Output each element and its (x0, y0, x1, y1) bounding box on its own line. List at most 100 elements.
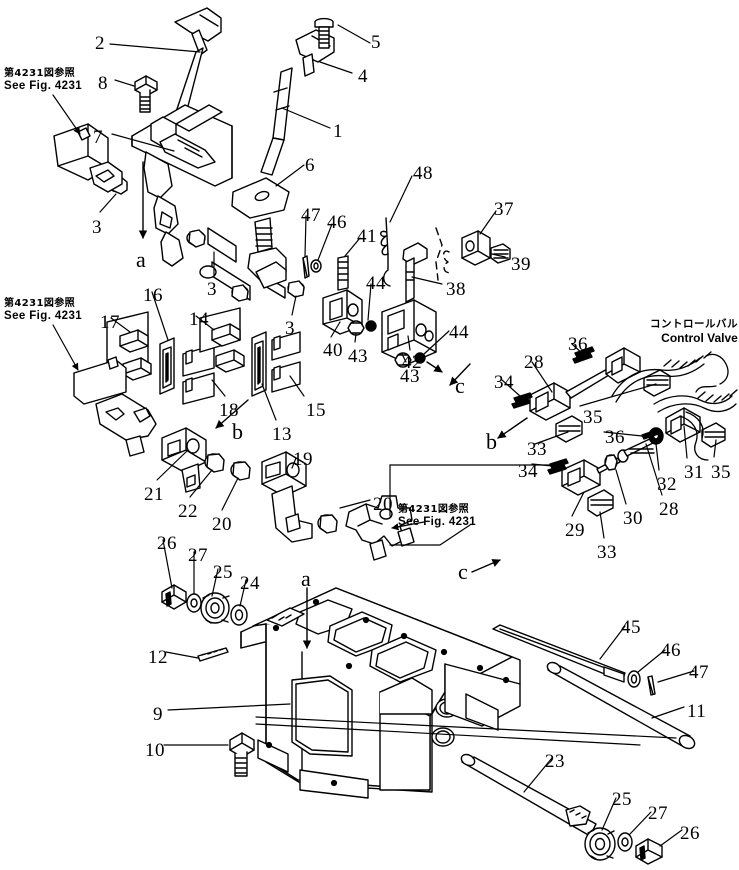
part-11-rod (546, 661, 696, 750)
part-6-pad (231, 177, 290, 219)
callout-number: 32 (657, 474, 677, 495)
callout-number: 37 (494, 199, 514, 220)
callout-number: 4 (358, 66, 368, 87)
callout-number: 39 (511, 254, 531, 275)
callout-number: 34 (494, 372, 514, 393)
callout-number: 5 (371, 32, 381, 53)
callout-number: 3 (92, 217, 102, 238)
callout-number: 35 (711, 462, 731, 483)
linkage-arm-a (143, 151, 184, 267)
control-valve-hoses (611, 351, 738, 461)
part-17-pins (119, 329, 152, 381)
callout-number: 3 (207, 279, 217, 300)
callout-number: 26 (157, 533, 177, 554)
callout-number: 48 (413, 163, 433, 184)
callout-number: 24 (240, 573, 260, 594)
callout-number: 33 (597, 542, 617, 563)
part-47-pin (302, 255, 310, 279)
callout-number: 14 (189, 309, 209, 330)
part-27-washer-left (186, 593, 202, 613)
callout-number: 33 (527, 439, 547, 460)
callout-number: 27 (648, 803, 668, 824)
callout-number: 36 (605, 427, 625, 448)
part-18-shims (182, 344, 215, 405)
part-21-clevis (161, 427, 207, 493)
callout-number: 46 (661, 640, 681, 661)
callout-number: 43 (348, 346, 368, 367)
part-25-bearing-left (200, 592, 230, 624)
control-valve-label-en: Control Valve (661, 331, 738, 346)
part-39-bolt (490, 243, 511, 264)
callout-number: 23 (545, 751, 565, 772)
callout-number: 17 (100, 312, 120, 333)
callout-number: 47 (301, 205, 321, 226)
section-marker: a (136, 247, 146, 272)
part-41-pin (337, 255, 349, 291)
section-marker: c (458, 559, 468, 584)
part-9-housing (240, 587, 521, 799)
bellows-part (247, 217, 287, 281)
callout-number: 36 (568, 334, 588, 355)
part-43-nut-a (347, 320, 365, 336)
see-fig-reference-en: See Fig. 4231 (398, 515, 477, 528)
section-arrows (138, 161, 528, 649)
control-valve-label: コントロールバルブControl Valve (650, 318, 739, 346)
callout-number: 34 (518, 461, 538, 482)
see-fig-reference-en: See Fig. 4231 (4, 79, 83, 92)
part-26-bolt-left (161, 584, 187, 610)
callout-number: 20 (373, 494, 393, 515)
callout-number: 44 (449, 322, 469, 343)
part-2-lever (149, 7, 222, 141)
section-marker: b (486, 429, 497, 454)
section-marker: b (232, 419, 243, 444)
callout-number: 27 (188, 545, 208, 566)
callout-number: 2 (95, 33, 105, 54)
callout-number: 25 (213, 562, 233, 583)
callout-number: 22 (178, 501, 198, 522)
ref-part-tube-lower-left (73, 356, 157, 457)
callout-number: 13 (272, 424, 292, 445)
callout-number: 9 (153, 704, 163, 725)
callout-number: 26 (680, 823, 700, 844)
part-22-bushing (204, 453, 225, 473)
see-fig-reference-jp: 第4231図参照 (4, 298, 76, 309)
callout-number: 44 (366, 273, 386, 294)
part-1-lever (260, 29, 335, 176)
part-3-link-center (186, 227, 251, 302)
part-46-washer-right (627, 670, 641, 688)
callout-number: 31 (684, 462, 704, 483)
callout-number: 35 (583, 407, 603, 428)
callout-number: 20 (212, 514, 232, 535)
part-25-bearing-right (584, 827, 616, 861)
callout-number: 28 (524, 352, 544, 373)
callout-number: 21 (144, 484, 164, 505)
callout-number: 7 (93, 127, 103, 148)
part-37-bracket (461, 230, 491, 266)
internal-rod (255, 716, 677, 746)
callout-number: 6 (305, 155, 315, 176)
phantom-part-37 (435, 227, 453, 281)
part-40-block (322, 289, 363, 335)
callout-number: 45 (621, 617, 641, 638)
callout-number: 1 (333, 121, 343, 142)
section-marker: a (301, 566, 311, 591)
callout-number: 43 (400, 366, 420, 387)
callout-number: 46 (327, 212, 347, 233)
callout-number: 19 (293, 449, 313, 470)
callout-number: 30 (623, 508, 643, 529)
control-valve-label-jp: コントロールバルブ (650, 318, 739, 330)
part-15-shims (271, 331, 301, 393)
callout-number: 29 (565, 520, 585, 541)
callout-number: 40 (323, 340, 343, 361)
part-45-rod (492, 624, 626, 683)
callout-number: 38 (446, 279, 466, 300)
see-fig-reference-jp: 第4231図参照 (398, 504, 470, 515)
part-26-bolt-right (635, 838, 663, 865)
callout-number: 11 (687, 701, 707, 722)
callout-number: 47 (689, 662, 709, 683)
part-13-bar (251, 331, 267, 397)
callout-number: 10 (145, 740, 165, 761)
part-8-bolt (134, 75, 158, 113)
